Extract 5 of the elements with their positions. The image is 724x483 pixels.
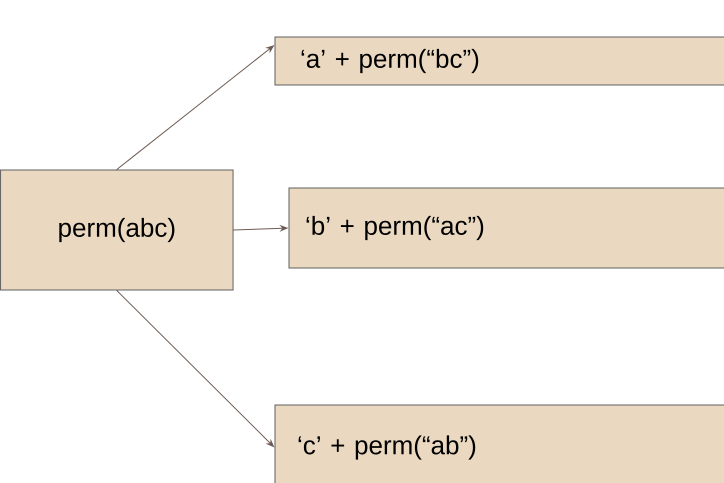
process-box: ‘b’ + perm(“ac”) [288, 188, 724, 268]
process-box: ‘a’ + perm(“bc”) [274, 36, 724, 86]
arrow [116, 290, 274, 448]
process-box: ‘c’ + perm(“ab”) [274, 404, 724, 483]
process-box: perm(abc) [0, 170, 234, 290]
